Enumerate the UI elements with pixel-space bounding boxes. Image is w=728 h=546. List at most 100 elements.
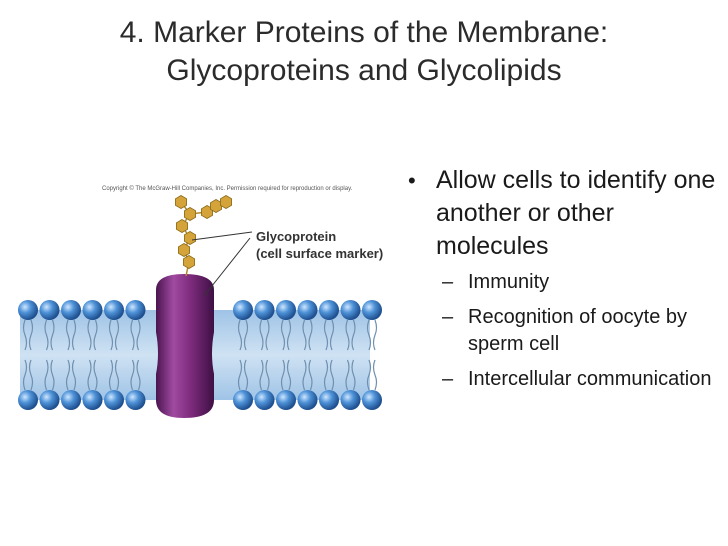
lipid-tail — [372, 319, 378, 351]
lipid-tail — [237, 319, 243, 351]
phospholipid-head — [104, 390, 124, 410]
phospholipid-head — [319, 390, 339, 410]
lipid-tail — [351, 359, 356, 391]
bullet-list: Allow cells to identify one another or o… — [396, 164, 716, 401]
lipid-tail — [243, 319, 249, 351]
lipid-tail — [372, 359, 378, 391]
phospholipid-head — [297, 390, 318, 410]
lipid-tail — [93, 319, 98, 351]
lipid-tail — [243, 359, 249, 391]
lipid-tail — [280, 359, 286, 391]
phospholipid-head — [254, 390, 275, 410]
lipid-tail — [65, 359, 71, 391]
phospholipid-head — [233, 300, 253, 320]
phospholipid-head — [362, 390, 382, 410]
title-line-1: 4. Marker Proteins of the Membrane: — [119, 16, 609, 49]
lipid-tail — [28, 319, 34, 351]
lipid-tail — [114, 319, 120, 351]
phospholipid-head — [104, 300, 124, 320]
lipid-tail — [71, 319, 77, 351]
lipid-tail — [308, 319, 313, 351]
subbullet-list: Immunity Recognition of oocyte by sperm … — [396, 269, 716, 393]
pointer-line-sugar — [191, 231, 253, 241]
sugar-unit — [175, 195, 187, 209]
lipid-tail — [259, 359, 264, 391]
lipid-tail — [136, 319, 141, 351]
figure-label-line-2: (cell surface marker) — [256, 246, 384, 261]
lipid-tail — [22, 319, 28, 351]
phospholipid-head — [276, 300, 296, 320]
lipid-tail — [237, 359, 243, 391]
lipid-tails — [22, 319, 378, 391]
phospholipid-head — [340, 300, 361, 320]
subbullet-item: Immunity — [396, 269, 716, 296]
lipid-tail — [108, 359, 114, 391]
lipid-tail — [50, 359, 55, 391]
sugar-unit — [178, 243, 190, 257]
lipid-tail — [329, 319, 335, 351]
lipid-tail — [302, 319, 307, 351]
lipid-tail — [44, 359, 49, 391]
phospholipid-head — [125, 390, 146, 410]
lipid-tail — [265, 359, 270, 391]
glycoprotein-body — [156, 274, 214, 418]
lipid-tail — [130, 359, 135, 391]
phospholipid-head — [82, 390, 103, 410]
phospholipid-head — [39, 390, 60, 410]
lipid-tail — [351, 319, 356, 351]
title-line-2: Glycoproteins and Glycolipids — [166, 54, 562, 87]
lipid-tail — [87, 319, 92, 351]
phospholipid-head — [125, 300, 146, 320]
phospholipid-head — [39, 300, 60, 320]
lipid-tail — [286, 319, 292, 351]
figure-label: Glycoprotein (cell surface marker) — [256, 228, 383, 262]
lipid-tail — [108, 319, 114, 351]
lipid-tail — [323, 319, 329, 351]
lipid-tail — [280, 319, 286, 351]
lipid-tail — [28, 359, 34, 391]
phospholipid-head — [61, 390, 81, 410]
membrane-illustration — [18, 195, 382, 418]
lipid-tail — [93, 359, 98, 391]
slide-title: 4. Marker Proteins of the Membrane: Glyc… — [0, 14, 728, 90]
sugar-unit — [184, 231, 196, 245]
lipid-tail — [323, 359, 329, 391]
lipid-tail — [114, 359, 120, 391]
lipid-tail — [302, 359, 307, 391]
lipid-tail — [65, 319, 71, 351]
phospholipid-head — [297, 300, 318, 320]
lipid-tail — [345, 319, 350, 351]
lipid-tail — [22, 359, 28, 391]
phospholipid-head — [18, 390, 38, 410]
lipid-tail — [136, 359, 141, 391]
lipid-tail — [366, 359, 372, 391]
bullet-main: Allow cells to identify one another or o… — [396, 164, 716, 263]
carbohydrate-chain — [175, 195, 232, 277]
phospholipid-head — [61, 300, 81, 320]
lipid-tail — [329, 359, 335, 391]
lipid-tail — [286, 359, 292, 391]
lipid-tail — [265, 319, 270, 351]
phospholipid-head — [276, 390, 296, 410]
lipid-tail — [130, 319, 135, 351]
sugar-unit — [210, 199, 222, 213]
lipid-heads — [18, 300, 382, 410]
copyright-notice: Copyright © The McGraw-Hill Companies, I… — [102, 186, 353, 192]
phospholipid-head — [254, 300, 275, 320]
phospholipid-head — [18, 300, 38, 320]
lipid-tail — [71, 359, 77, 391]
lipid-tail — [345, 359, 350, 391]
sugar-unit — [176, 219, 188, 233]
phospholipid-head — [233, 390, 253, 410]
subbullet-item: Intercellular communication — [396, 366, 716, 393]
sugar-unit — [220, 195, 232, 209]
phospholipid-head — [340, 390, 361, 410]
subbullet-item: Recognition of oocyte by sperm cell — [396, 304, 716, 358]
phospholipid-head — [82, 300, 103, 320]
phospholipid-head — [319, 300, 339, 320]
phospholipid-head — [362, 300, 382, 320]
pointer-line-protein — [203, 237, 251, 297]
lipid-tail — [44, 319, 49, 351]
sugar-unit — [184, 207, 196, 221]
lipid-tail — [308, 359, 313, 391]
